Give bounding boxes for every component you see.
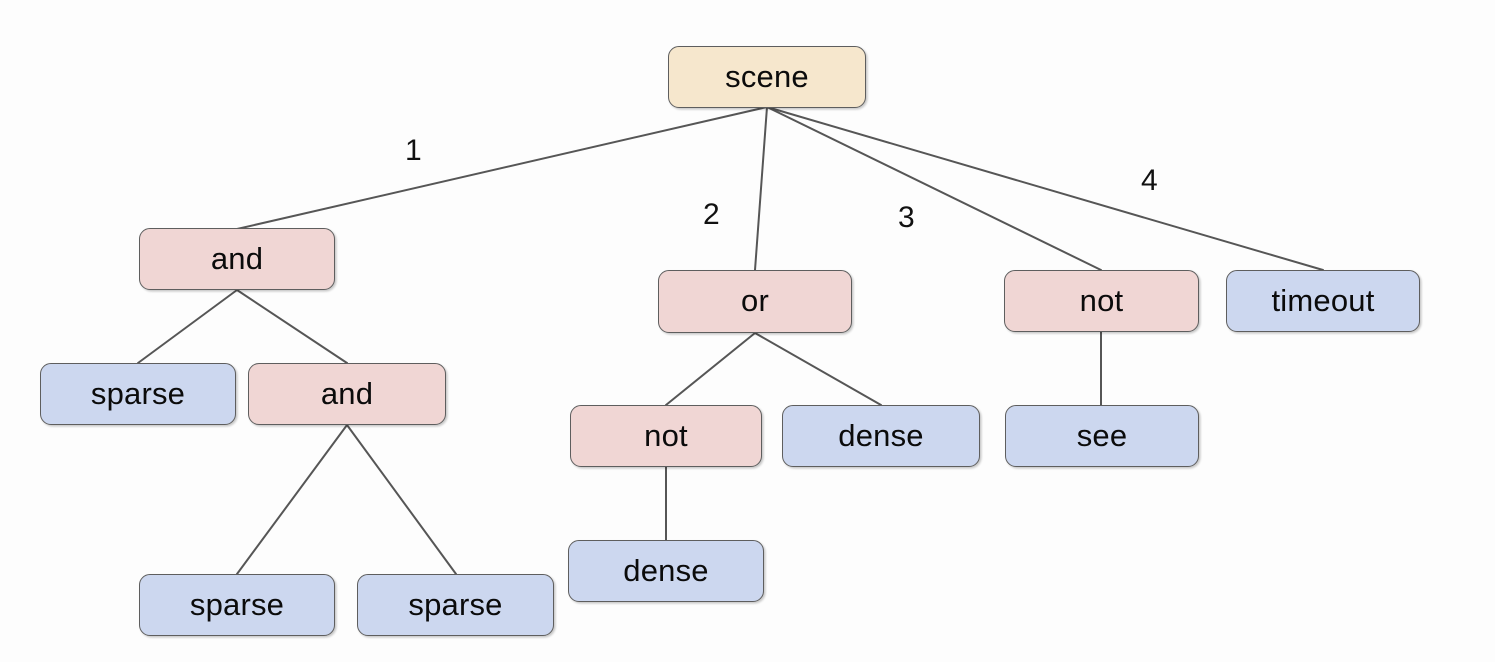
tree-node-label: not [1079,282,1124,318]
tree-node-sparse1[interactable]: sparse [40,363,236,425]
edge-label-3: 3 [898,201,915,234]
tree-node-label: dense [838,417,924,453]
edge-label-1: 1 [405,134,422,167]
tree-node-timeout1[interactable]: timeout [1226,270,1420,332]
tree-edge [754,106,768,271]
tree-node-and2[interactable]: and [248,363,446,425]
tree-node-label: or [741,283,769,318]
tree-node-sparse3[interactable]: sparse [357,574,554,636]
tree-node-label: sparse [189,586,285,622]
tree-node-scene[interactable]: scene [668,46,866,108]
tree-node-label: sparse [90,375,186,411]
tree-edge [766,106,1324,271]
tree-node-not2[interactable]: not [570,405,762,467]
tree-edge [665,332,756,406]
tree-node-label: dense [623,552,709,588]
tree-node-see1[interactable]: see [1005,405,1199,467]
edge-label-2: 2 [703,198,720,231]
tree-node-label: timeout [1271,282,1375,318]
tree-node-label: not [644,417,688,453]
tree-edge [754,332,882,406]
edge-label-4: 4 [1141,164,1158,197]
tree-node-sparse2[interactable]: sparse [139,574,335,636]
tree-node-label: and [320,375,374,411]
tree-node-not1[interactable]: not [1004,270,1199,332]
tree-edge [236,106,768,230]
tree-edge [346,424,457,575]
tree-node-label: see [1076,417,1128,453]
tree-node-label: scene [725,58,809,94]
tree-node-dense1[interactable]: dense [782,405,980,467]
tree-node-label: and [210,240,264,276]
tree-node-label: sparse [408,586,503,622]
tree-edge [766,106,1102,271]
tree-node-and1[interactable]: and [139,228,335,290]
tree-node-dense2[interactable]: dense [568,540,764,602]
tree-edge [236,424,348,575]
tree-node-or1[interactable]: or [658,270,852,333]
tree-edge [236,289,348,364]
tree-edge [137,289,238,364]
